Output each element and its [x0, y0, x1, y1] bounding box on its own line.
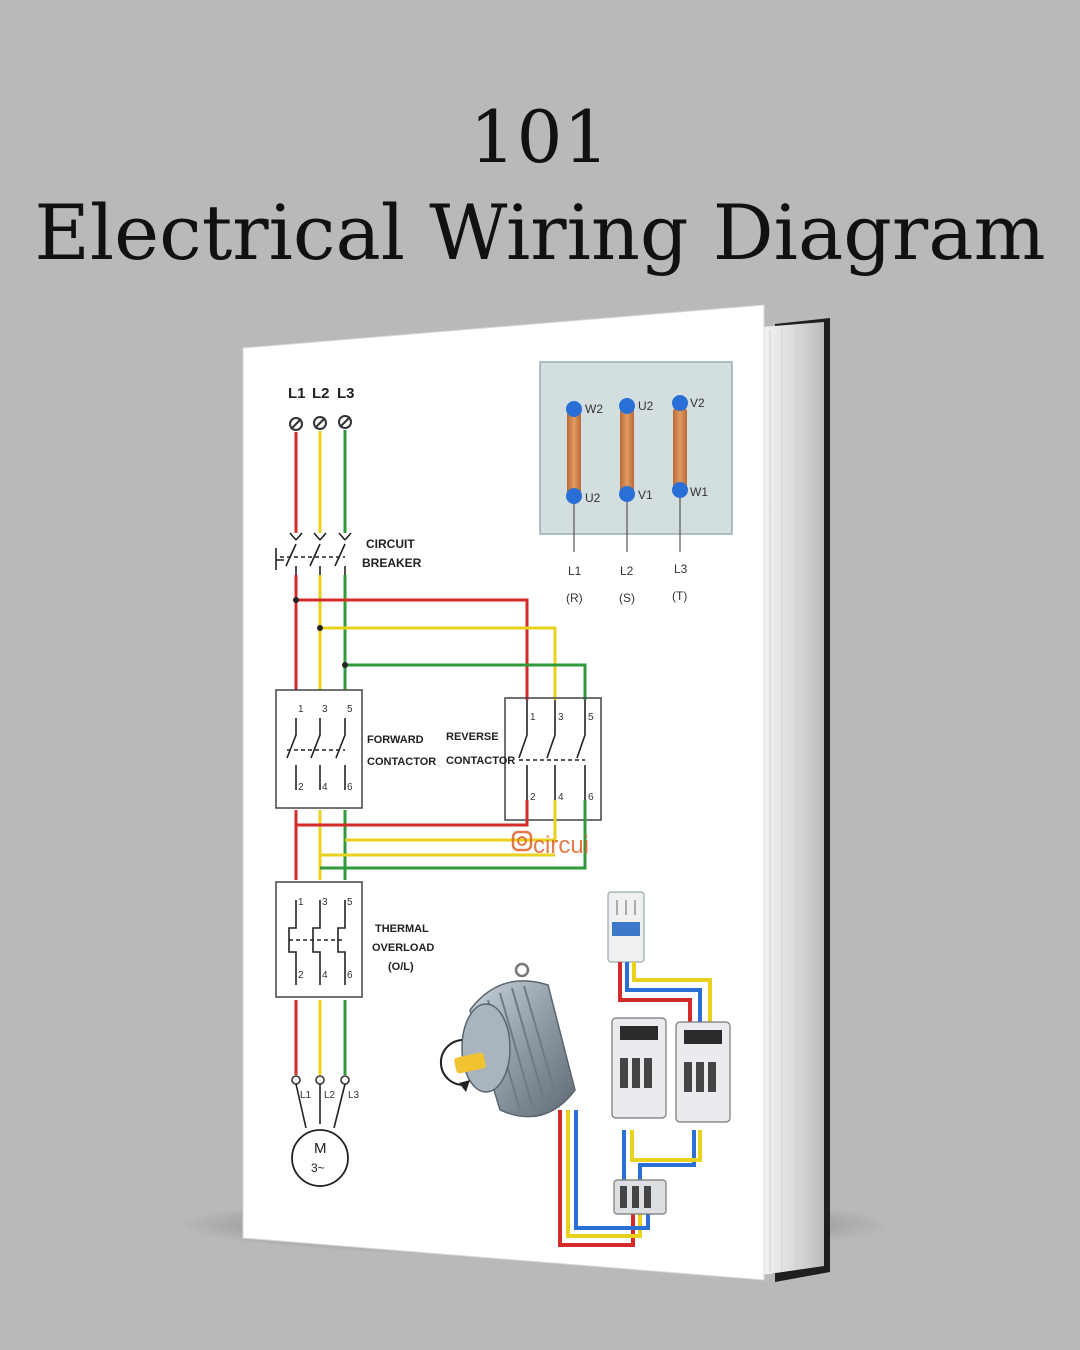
rev-term-4: 4 [558, 792, 564, 803]
rev-term-5: 5 [588, 712, 594, 723]
terminal-v2-icon [672, 395, 688, 411]
reverse-contactor-label-2: CONTACTOR [446, 755, 515, 767]
thermal-overload-label-1: THERMAL [375, 923, 429, 935]
phase-label-t: (T) [672, 589, 687, 603]
tb-label-w1: W1 [690, 485, 708, 499]
supply-label-l2: L2 [620, 564, 634, 578]
overload-relay-icon [613, 1179, 667, 1215]
terminal-v1-icon [619, 486, 635, 502]
circuit-breaker-label-1: CIRCUIT [366, 537, 415, 551]
circuit-breaker-label-2: BREAKER [362, 556, 422, 570]
watermark: circui [511, 830, 589, 859]
terminal-u2-top-icon [619, 398, 635, 414]
label-l2: L2 [312, 385, 330, 402]
tb-label-w2: W2 [585, 402, 603, 416]
thermal-overload-label-2: OVERLOAD [372, 942, 434, 954]
ol-term-3: 3 [322, 897, 328, 908]
terminal-u2-bottom-icon [566, 488, 582, 504]
label-l3: L3 [337, 385, 355, 402]
motor-terminal-box: W2 U2 V2 U2 V1 W1 L1 L2 L3 (R) (S) (T) [539, 361, 733, 605]
fwd-term-4: 4 [322, 782, 328, 793]
schematic-diagram: L1 L2 L3 CIRCUIT BREAKER [275, 385, 602, 1187]
fwd-term-1: 1 [298, 704, 304, 715]
motor-symbol-m: M [314, 1140, 327, 1157]
tb-label-v1: V1 [638, 488, 653, 502]
fwd-term-5: 5 [347, 704, 353, 715]
rev-term-3: 3 [558, 712, 564, 723]
ol-term-1: 1 [298, 897, 304, 908]
tb-label-u2b: U2 [585, 491, 601, 505]
motor-term-l1: L1 [300, 1090, 312, 1101]
contactor-icon-1 [611, 1017, 667, 1119]
cover-title-text: Electrical Wiring Diagram [34, 188, 1046, 277]
motor-term-l3: L3 [348, 1090, 360, 1101]
motor-term-l2: L2 [324, 1090, 336, 1101]
induction-motor-icon [440, 962, 576, 1118]
fwd-term-6: 6 [347, 782, 353, 793]
terminal-w2-icon [566, 401, 582, 417]
forward-contactor-label-2: CONTACTOR [367, 756, 436, 768]
rev-term-6: 6 [588, 792, 594, 803]
watermark-text: circui [533, 832, 589, 859]
book-pages [762, 322, 824, 1275]
phase-label-s: (S) [619, 591, 635, 605]
phase-label-r: (R) [566, 591, 583, 605]
reverse-contactor-label-1: REVERSE [446, 731, 499, 743]
fwd-term-2: 2 [298, 782, 304, 793]
motor-symbol [291, 1129, 349, 1187]
terminal-w1-icon [672, 482, 688, 498]
cover-title-number: 101 [469, 95, 611, 179]
ol-term-5: 5 [347, 897, 353, 908]
fwd-term-3: 3 [322, 704, 328, 715]
pictorial-wiring [440, 891, 731, 1247]
forward-contactor-label-1: FORWARD [367, 734, 424, 746]
label-l1: L1 [288, 385, 306, 402]
tb-label-v2: V2 [690, 396, 705, 410]
ol-term-2: 2 [298, 970, 304, 981]
rev-term-1: 1 [530, 712, 536, 723]
ol-term-4: 4 [322, 970, 328, 981]
ol-term-6: 6 [347, 970, 353, 981]
motor-symbol-phase: 3~ [311, 1161, 325, 1175]
supply-label-l1: L1 [568, 564, 582, 578]
tb-label-u2: U2 [638, 399, 654, 413]
thermal-overload-label-3: (O/L) [388, 961, 414, 973]
supply-label-l3: L3 [674, 562, 688, 576]
contactor-icon-2 [675, 1021, 731, 1123]
rev-term-2: 2 [530, 792, 536, 803]
